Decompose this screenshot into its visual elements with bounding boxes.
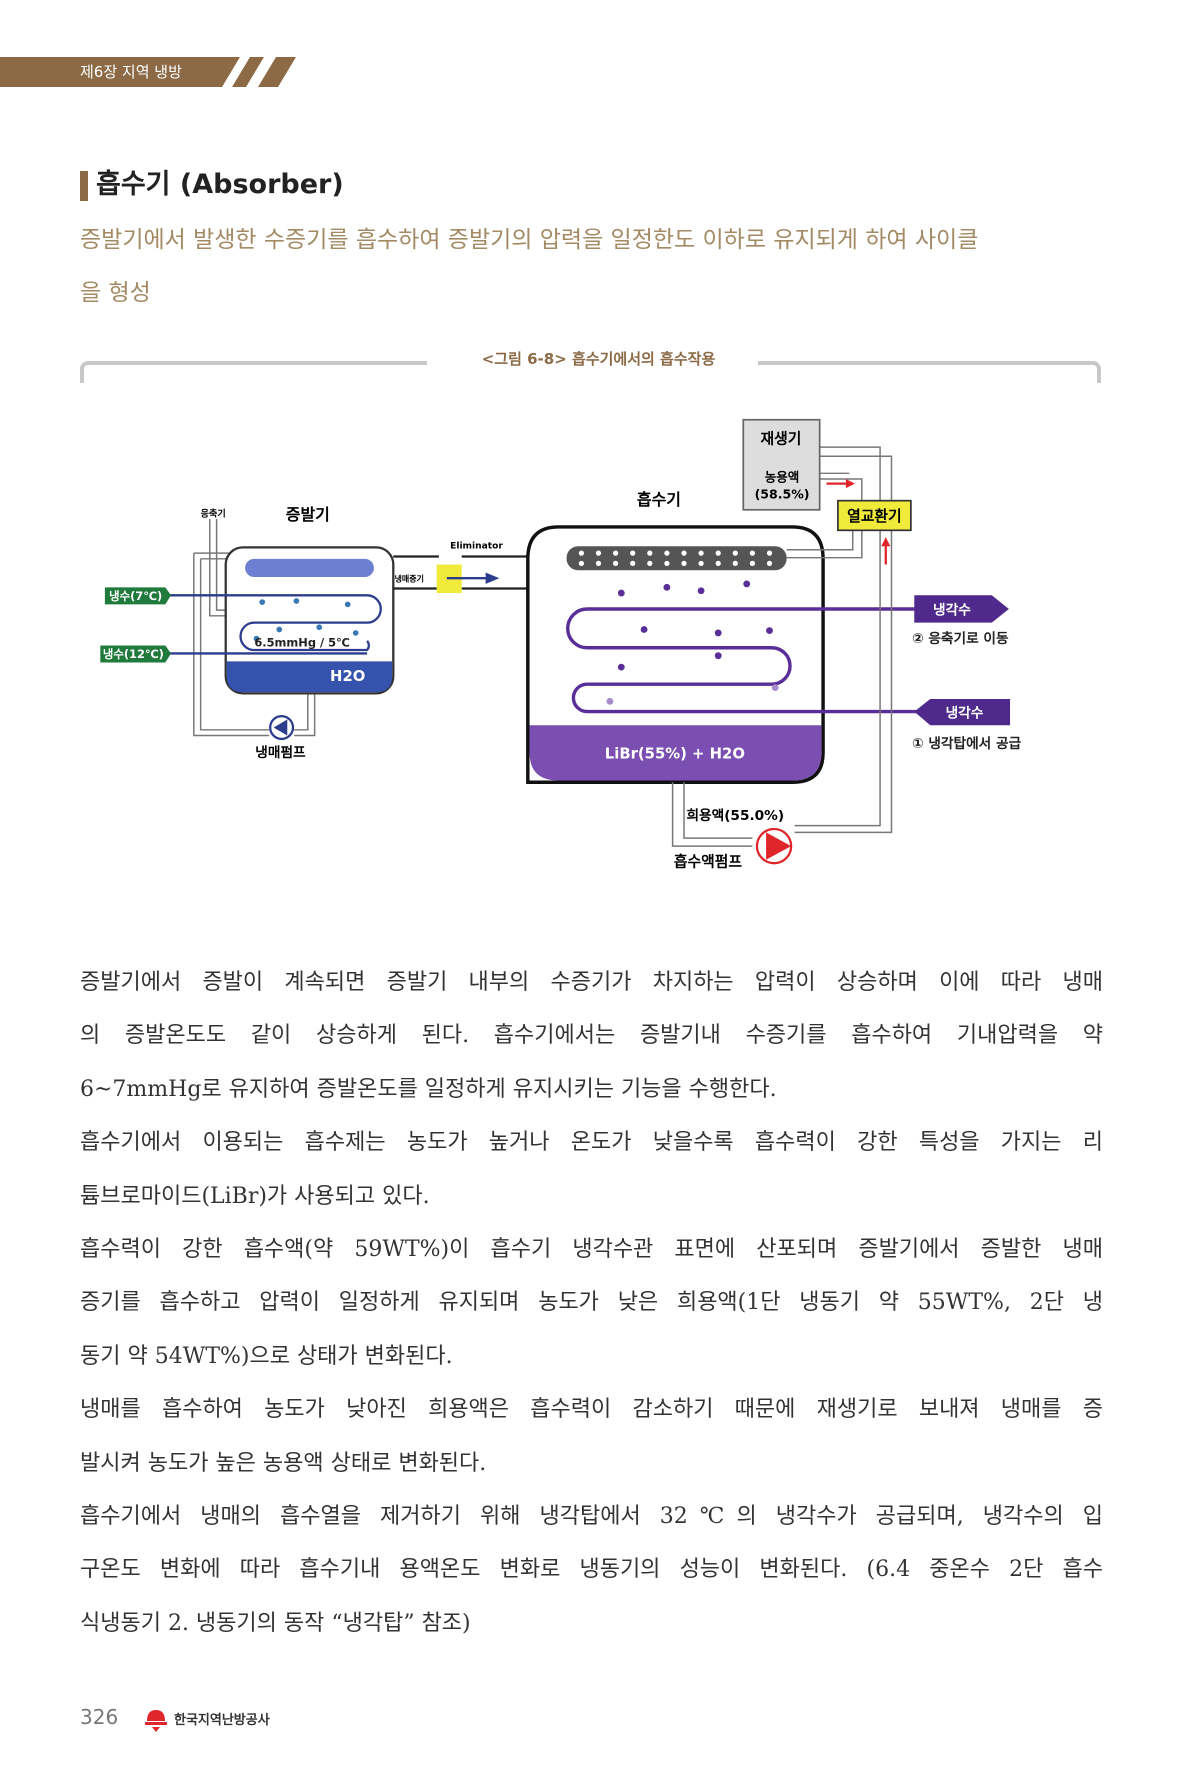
pump-arrow-icon	[273, 719, 288, 736]
figure-frame-left	[80, 361, 427, 383]
page-number: 326	[80, 1705, 119, 1729]
droplets-evaporator	[253, 598, 359, 642]
evaporator-shell	[224, 546, 395, 695]
chilled-in-label: 냉수(7℃)	[109, 589, 162, 603]
paragraph-line: 증발기에서 증발이 계속되면 증발기 내부의 수증기가 차지하는 압력이 상승하…	[80, 970, 1103, 995]
body-text: 증발기에서 증발이 계속되면 증발기 내부의 수증기가 차지하는 압력이 상승하…	[80, 968, 1103, 1662]
paragraph-line: 식냉동기 2. 냉동기의 동작 “냉각탑” 참조)	[80, 1610, 471, 1636]
vapor-duct	[393, 555, 528, 590]
pressure-label: 6.5mmHg / 5℃	[254, 636, 350, 650]
solution-pipes	[671, 446, 893, 847]
refrigerant-pump-label: 냉매펌프	[255, 744, 306, 761]
chilled-in-tag	[104, 587, 171, 605]
paragraph-line: 동기 약 54WT%)으로 상태가 변화된다.	[80, 1343, 453, 1369]
paragraph-line: 구온도 변화에 따라 흡수기내 용액온도 변화로 냉동기의 성능이 변화된다. …	[80, 1557, 1103, 1583]
figure-caption: <그림 6-8> 흡수기에서의 흡수작용	[481, 350, 716, 368]
paragraph-line: 흡수기에서 이용되는 흡수제는 농도가 높거나 온도가 낮을수록 흡수력이 강한…	[80, 1130, 1103, 1156]
cooling-water-out-label: 냉각수	[933, 602, 971, 619]
strong-solution-pct: (58.5%)	[755, 486, 810, 501]
evaporator-label: 증발기	[286, 505, 330, 524]
absorber-label: 흡수기	[637, 490, 681, 509]
cooling-water-in-tag	[914, 699, 1011, 726]
heat-exchanger-box	[837, 499, 912, 532]
vapor-arrowhead-icon	[485, 572, 500, 584]
evaporator-water	[226, 661, 393, 693]
cooling-water-in-note: ① 냉각탑에서 공급	[912, 735, 1022, 752]
section-marker	[80, 171, 88, 201]
paragraph-line: 의 증발온도도 같이 상승하게 된다. 흡수기에서는 증발기내 수증기를 흡수하…	[80, 1023, 1103, 1049]
libr-label: LiBr(55%) + H2O	[605, 745, 745, 762]
paragraph-line: 튬브로마이드(LiBr)가 사용되고 있다.	[80, 1183, 430, 1209]
paragraph-line: 발시켜 농도가 높은 농용액 상태로 변화된다.	[80, 1450, 487, 1476]
cooling-water-out-tag	[914, 595, 1009, 623]
org-logo-icon	[145, 1710, 167, 1732]
heat-exchanger-label: 열교환기	[847, 507, 902, 525]
org-name: 한국지역난방공사	[174, 1713, 270, 1728]
chapter-banner	[0, 57, 296, 87]
paragraph-line: 흡수기에서 냉매의 흡수열을 제거하기 위해 냉각탑에서 32℃의 냉각수가 공…	[80, 1503, 1103, 1529]
pump-arrow-icon	[766, 832, 792, 860]
paragraph-line: 흡수력이 강한 흡수액(약 59WT%)이 흡수기 냉각수관 표면에 산포되며 …	[80, 1236, 1103, 1262]
h2o-label: H2O	[330, 668, 365, 685]
chilled-out-tag	[100, 645, 171, 663]
red-arrowhead-icon	[881, 537, 891, 547]
eliminator-label: Eliminator	[450, 542, 503, 552]
cooling-water-out-note: ② 응축기로 이동	[912, 630, 1009, 647]
condenser-label: 응축기	[201, 508, 226, 520]
chilled-out-label: 냉수(12℃)	[103, 647, 164, 661]
droplets-absorber	[606, 580, 779, 705]
evaporator-pipes	[193, 518, 316, 737]
evaporator-spray-tube	[245, 558, 374, 578]
section-subtitle-line: 을 형성	[80, 280, 151, 306]
cooling-water-in-label: 냉각수	[946, 704, 984, 721]
section-subtitle-line: 증발기에서 발생한 수증기를 흡수하여 증발기의 압력을 일정한도 이하로 유지…	[80, 227, 979, 253]
absorber-spray-tube	[566, 546, 787, 571]
paragraph-line: 증기를 흡수하고 압력이 일정하게 유지되며 농도가 낮은 희용액(1단 냉동기…	[80, 1290, 1103, 1316]
paragraph-line: 냉매를 흡수하여 농도가 낮아진 희용액은 흡수력이 감소하기 때문에 재생기로…	[80, 1397, 1103, 1423]
spray-holes	[578, 550, 773, 567]
chapter-title: 제6장 지역 냉방	[80, 63, 182, 81]
weak-solution-label: 희용액(55.0%)	[686, 807, 784, 824]
paragraph-line: 6~7mmHg로 유지하여 증발온도를 일정하게 유지시키는 기능을 수행한다.	[80, 1076, 777, 1102]
absorbent-pump-label: 흡수액펌프	[674, 853, 743, 871]
section-title: 흡수기 (Absorber)	[96, 169, 344, 200]
red-arrowhead-icon	[845, 479, 855, 489]
strong-solution-label: 농용액	[765, 469, 800, 484]
absorber-shell	[526, 525, 825, 784]
generator-label: 재생기	[760, 431, 801, 448]
cooling-water-coil	[566, 607, 918, 714]
chilled-water-coil	[168, 594, 382, 652]
figure-frame-right	[758, 361, 1101, 383]
generator-box	[742, 418, 821, 511]
refrigerant-vapor-label: 냉매증기	[395, 574, 424, 584]
libr-solution	[529, 725, 822, 781]
